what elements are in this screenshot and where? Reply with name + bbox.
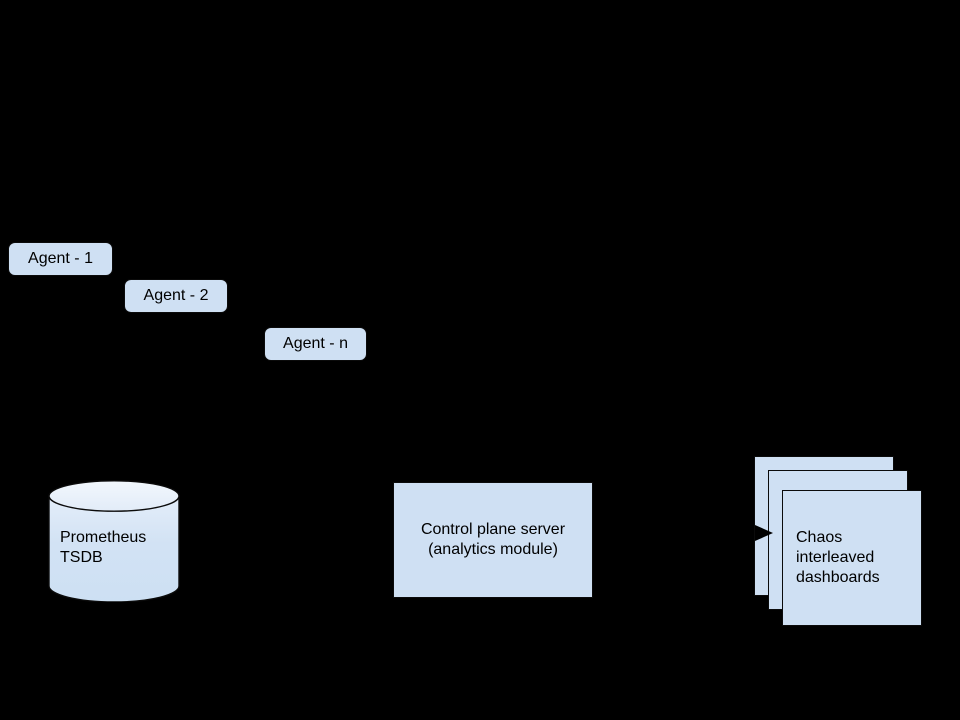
agent-node-1-label: Agent - 1: [28, 250, 93, 267]
control-plane-server-label-line2: (analytics module): [428, 541, 558, 558]
agent-node-n[interactable]: Agent - n: [264, 327, 367, 361]
chaos-dashboards-label-line3: dashboards: [796, 569, 880, 586]
agent-node-1[interactable]: Agent - 1: [8, 242, 113, 276]
chaos-dashboards-node[interactable]: Chaos interleaved dashboards: [782, 490, 922, 626]
database-cylinder-icon: [48, 480, 180, 602]
chaos-dashboards-label-line1: Chaos: [796, 529, 843, 546]
prometheus-tsdb-label-line2: TSDB: [60, 549, 103, 566]
prometheus-tsdb-label: Prometheus TSDB: [60, 528, 172, 568]
control-plane-server-label-line1: Control plane server: [420, 521, 566, 538]
control-plane-server-label: Control plane server (analytics module): [421, 520, 565, 560]
agent-node-2[interactable]: Agent - 2: [124, 279, 228, 313]
prometheus-tsdb-label-line1: Prometheus: [60, 529, 147, 546]
arrow-to-dashboards-icon: [755, 525, 773, 541]
prometheus-tsdb-datastore[interactable]: Prometheus TSDB: [48, 480, 180, 602]
control-plane-server-node[interactable]: Control plane server (analytics module): [393, 482, 593, 598]
chaos-dashboards-label: Chaos interleaved dashboards: [783, 528, 880, 588]
agent-node-2-label: Agent - 2: [143, 287, 209, 304]
chaos-dashboards-label-line2: interleaved: [796, 549, 875, 566]
agent-node-n-label: Agent - n: [283, 335, 348, 352]
